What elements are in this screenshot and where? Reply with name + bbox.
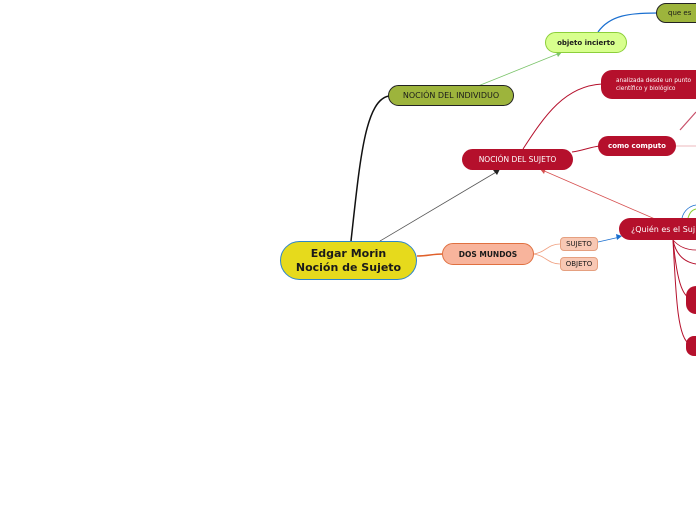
arrowhead-objeto	[556, 52, 562, 57]
offscreen-node-1[interactable]	[686, 286, 696, 314]
link-quien-child-1	[672, 239, 696, 265]
node-quien-es-sujeto[interactable]: ¿Quién es el Suj	[619, 218, 696, 240]
node-analizada-line2: científico y biológico	[616, 85, 676, 92]
link-dosmundos-sujeto	[532, 243, 561, 255]
node-como-computo[interactable]: como computo	[598, 136, 676, 156]
link-objeto-quees	[597, 12, 658, 33]
link-central-individuo	[350, 95, 390, 242]
node-dos-mundos-label: DOS MUNDOS	[458, 249, 518, 259]
node-objeto-incierto[interactable]: objeto incierto	[545, 32, 627, 53]
link-analizada-right	[679, 111, 696, 131]
node-dos-mundos[interactable]: DOS MUNDOS	[442, 243, 534, 265]
link-central-sujeto	[379, 170, 499, 242]
link-sujeto-analizada	[522, 83, 603, 150]
node-como-computo-label: como computo	[608, 142, 666, 150]
link-quien-child-4	[672, 239, 696, 251]
node-quien-es-sujeto-label: ¿Quién es el Suj	[631, 224, 696, 234]
central-topic[interactable]: Edgar Morin Noción de Sujeto	[280, 241, 417, 280]
link-dosmundos-objeto	[532, 253, 561, 265]
link-central-dosmundos	[416, 253, 444, 257]
node-que-es-label: que es	[668, 9, 692, 17]
arrowhead-sujeto	[493, 169, 500, 175]
node-nocion-sujeto-label: NOCIÓN DEL SUJETO	[478, 155, 557, 164]
link-sujeto-quien	[597, 236, 621, 243]
node-nocion-individuo[interactable]: NOCIÓN DEL INDIVIDUO	[388, 85, 514, 106]
node-sujeto-label: SUJETO	[566, 240, 592, 248]
central-title-line2: Noción de Sujeto	[295, 260, 402, 274]
link-quien-up-blue	[681, 204, 696, 219]
link-quien-up-green	[687, 208, 696, 219]
node-nocion-sujeto[interactable]: NOCIÓN DEL SUJETO	[462, 149, 573, 170]
link-sujeto-computo	[571, 145, 601, 153]
node-nocion-individuo-label: NOCIÓN DEL INDIVIDUO	[402, 91, 500, 100]
node-objeto-incierto-label: objeto incierto	[557, 38, 615, 47]
node-que-es[interactable]: que es	[656, 3, 696, 23]
node-analizada-line1: analizada desde un punto	[616, 77, 692, 84]
central-title-line1: Edgar Morin	[310, 246, 387, 260]
link-individuo-objeto	[477, 52, 561, 87]
link-quien-sujeto	[541, 169, 656, 220]
node-sujeto[interactable]: SUJETO	[560, 237, 598, 251]
offscreen-node-2[interactable]	[686, 336, 696, 356]
node-objeto-label: OBJETO	[565, 260, 593, 268]
node-analizada[interactable]: analizada desde un punto científico y bi…	[601, 70, 696, 99]
node-objeto[interactable]: OBJETO	[560, 257, 598, 271]
